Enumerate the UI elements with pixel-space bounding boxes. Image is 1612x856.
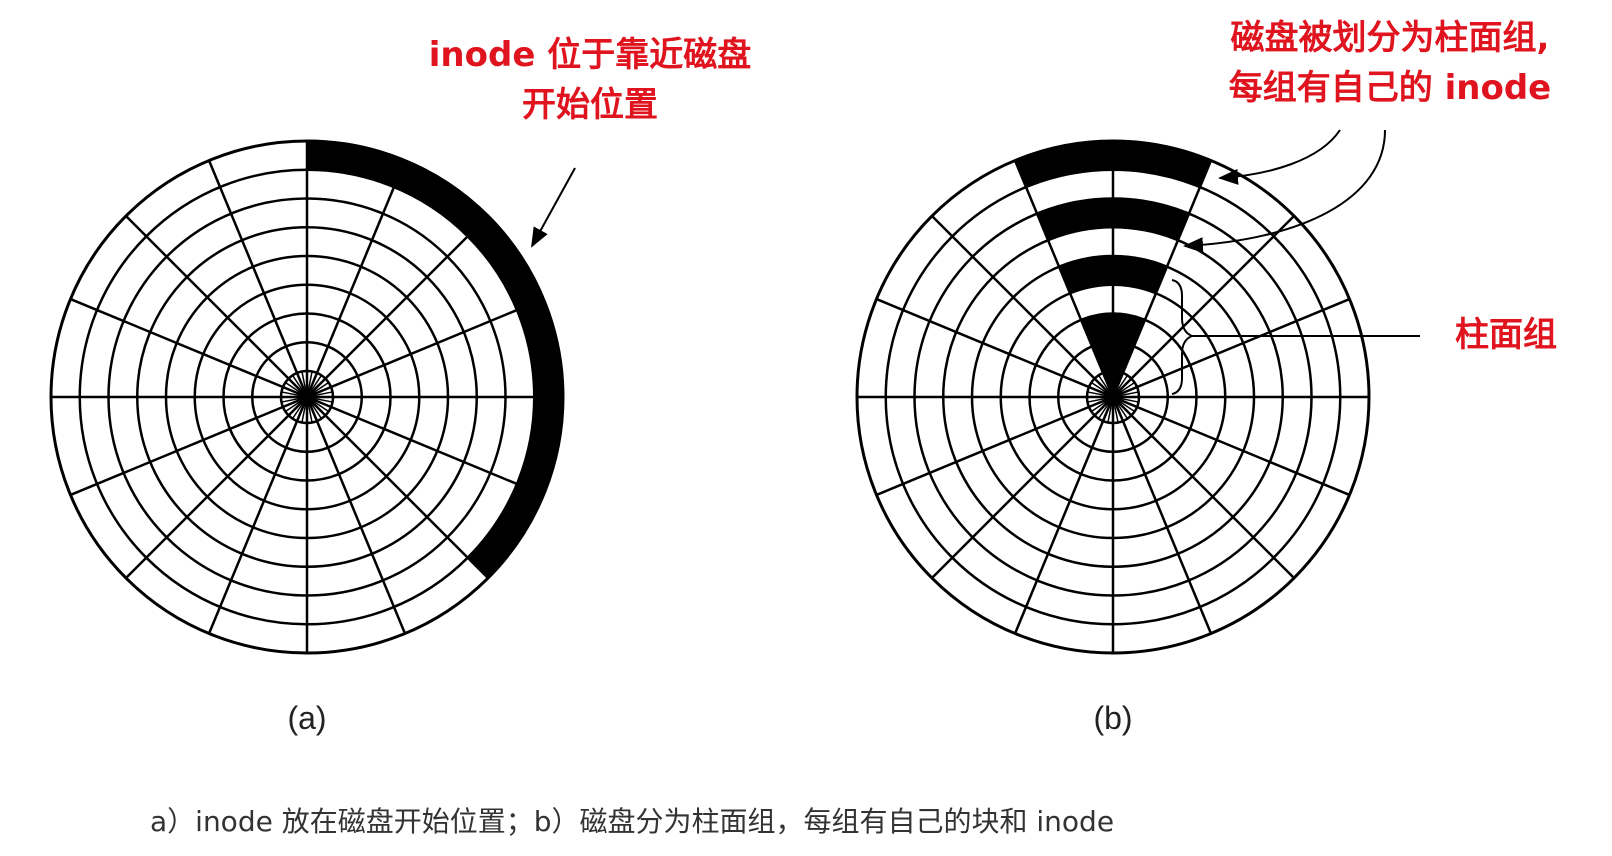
sector-line bbox=[306, 215, 489, 398]
sector-line bbox=[125, 396, 308, 579]
annotation-cylinder-group: 柱面组 bbox=[1455, 315, 1557, 355]
hub-spoke bbox=[284, 396, 308, 413]
sector-line bbox=[305, 160, 407, 398]
hub-spoke bbox=[1112, 372, 1124, 398]
cylinder-group-brace bbox=[1171, 279, 1195, 395]
hub-spoke bbox=[1112, 374, 1129, 398]
hub-spoke bbox=[1112, 378, 1132, 398]
hub-spoke bbox=[1090, 381, 1114, 398]
annotation-a-line2: 开始位置 bbox=[522, 85, 658, 125]
hub-spoke bbox=[291, 396, 308, 420]
hub-spoke bbox=[1102, 396, 1114, 422]
hub-spoke bbox=[281, 391, 308, 398]
hub-spoke bbox=[1094, 396, 1114, 416]
sector-line bbox=[207, 396, 309, 634]
hub-spoke bbox=[1112, 396, 1139, 403]
sector-line bbox=[931, 215, 1114, 398]
hub-spoke bbox=[1097, 374, 1114, 398]
hub-spoke bbox=[1090, 396, 1114, 413]
hub-spoke bbox=[1088, 386, 1114, 398]
hub-spoke bbox=[1112, 396, 1124, 422]
sector-line bbox=[1112, 297, 1350, 399]
sector-line bbox=[1013, 160, 1115, 398]
sector-line bbox=[207, 160, 309, 398]
subfigure-label-b: (b) bbox=[1093, 700, 1133, 736]
hub-spoke bbox=[306, 396, 326, 416]
inode-arrow-b-middle bbox=[1183, 129, 1386, 254]
hub-spoke bbox=[1102, 372, 1114, 398]
figure-caption: a）inode 放在磁盘开始位置；b）磁盘分为柱面组，每组有自己的块和 inod… bbox=[150, 805, 1115, 838]
annotation-b: 磁盘被划分为柱面组, 每组有自己的 inode bbox=[1190, 13, 1590, 113]
hub-spoke bbox=[291, 374, 308, 398]
hub-spoke bbox=[306, 396, 333, 403]
annotation-b-line1: 磁盘被划分为柱面组, bbox=[1230, 18, 1550, 58]
subfigure-label-a: (a) bbox=[287, 700, 327, 736]
hub-spoke bbox=[1097, 396, 1114, 420]
hub-spoke bbox=[306, 371, 313, 398]
hub-spoke bbox=[306, 378, 326, 398]
hub-spoke bbox=[306, 396, 313, 423]
sector-line bbox=[305, 396, 407, 634]
annotation-a-line1: inode 位于靠近磁盘 bbox=[428, 35, 752, 75]
hub-spoke bbox=[306, 372, 318, 398]
sector-line bbox=[70, 395, 308, 497]
inode-arrow-b-top bbox=[1218, 129, 1341, 185]
sector-line bbox=[876, 395, 1114, 497]
sector-line bbox=[876, 297, 1114, 399]
sector-line bbox=[306, 395, 544, 497]
hub-spoke bbox=[282, 396, 308, 408]
hub-spoke bbox=[296, 372, 308, 398]
hub-spoke bbox=[296, 396, 308, 422]
sector-line bbox=[1013, 396, 1115, 634]
hub-spoke bbox=[1112, 371, 1119, 398]
annotation-a: inode 位于靠近磁盘 开始位置 bbox=[410, 30, 770, 130]
sector-line bbox=[931, 396, 1114, 579]
hub-spoke bbox=[306, 391, 333, 398]
hub-spoke bbox=[288, 396, 308, 416]
hub-spoke bbox=[282, 386, 308, 398]
hub-spoke bbox=[281, 396, 308, 403]
hub-spoke bbox=[284, 381, 308, 398]
hub-spoke bbox=[288, 378, 308, 398]
hub-spoke bbox=[1112, 396, 1129, 420]
sector-line bbox=[1112, 395, 1350, 497]
hub-spoke bbox=[1112, 381, 1136, 398]
hub-spoke bbox=[306, 396, 323, 420]
hub-spoke bbox=[1087, 396, 1114, 403]
disk-a bbox=[49, 139, 565, 655]
disk-b bbox=[855, 139, 1371, 655]
hub-spoke bbox=[306, 396, 318, 422]
hub-spoke bbox=[306, 374, 323, 398]
sector-line bbox=[306, 297, 544, 399]
hub-spoke bbox=[1087, 391, 1114, 398]
hub-spoke bbox=[306, 396, 330, 413]
annotation-b-line2: 每组有自己的 inode bbox=[1228, 68, 1552, 108]
hub-spoke bbox=[306, 396, 332, 408]
sector-line bbox=[1111, 160, 1213, 398]
hub-spoke bbox=[1088, 396, 1114, 408]
hub-spoke bbox=[1094, 378, 1114, 398]
sector-line bbox=[306, 396, 489, 579]
hub-spoke bbox=[1112, 396, 1136, 413]
hub-spoke bbox=[306, 381, 330, 398]
sector-line bbox=[1112, 396, 1295, 579]
hub-spoke bbox=[1107, 371, 1114, 398]
inode-block-region bbox=[307, 141, 564, 579]
hub-spoke bbox=[1112, 396, 1132, 416]
hub-spoke bbox=[1112, 396, 1138, 408]
hub-spoke bbox=[1112, 396, 1119, 423]
inode-arrow-a bbox=[531, 167, 576, 248]
hub-spoke bbox=[1112, 391, 1139, 398]
hub-spoke bbox=[1107, 396, 1114, 423]
sector-line bbox=[1112, 215, 1295, 398]
hub-spoke bbox=[306, 386, 332, 398]
hub-spoke bbox=[301, 396, 308, 423]
sector-line bbox=[125, 215, 308, 398]
hub-spoke bbox=[1112, 386, 1138, 398]
sector-line bbox=[70, 297, 308, 399]
hub-spoke bbox=[301, 371, 308, 398]
sector-line bbox=[1111, 396, 1213, 634]
